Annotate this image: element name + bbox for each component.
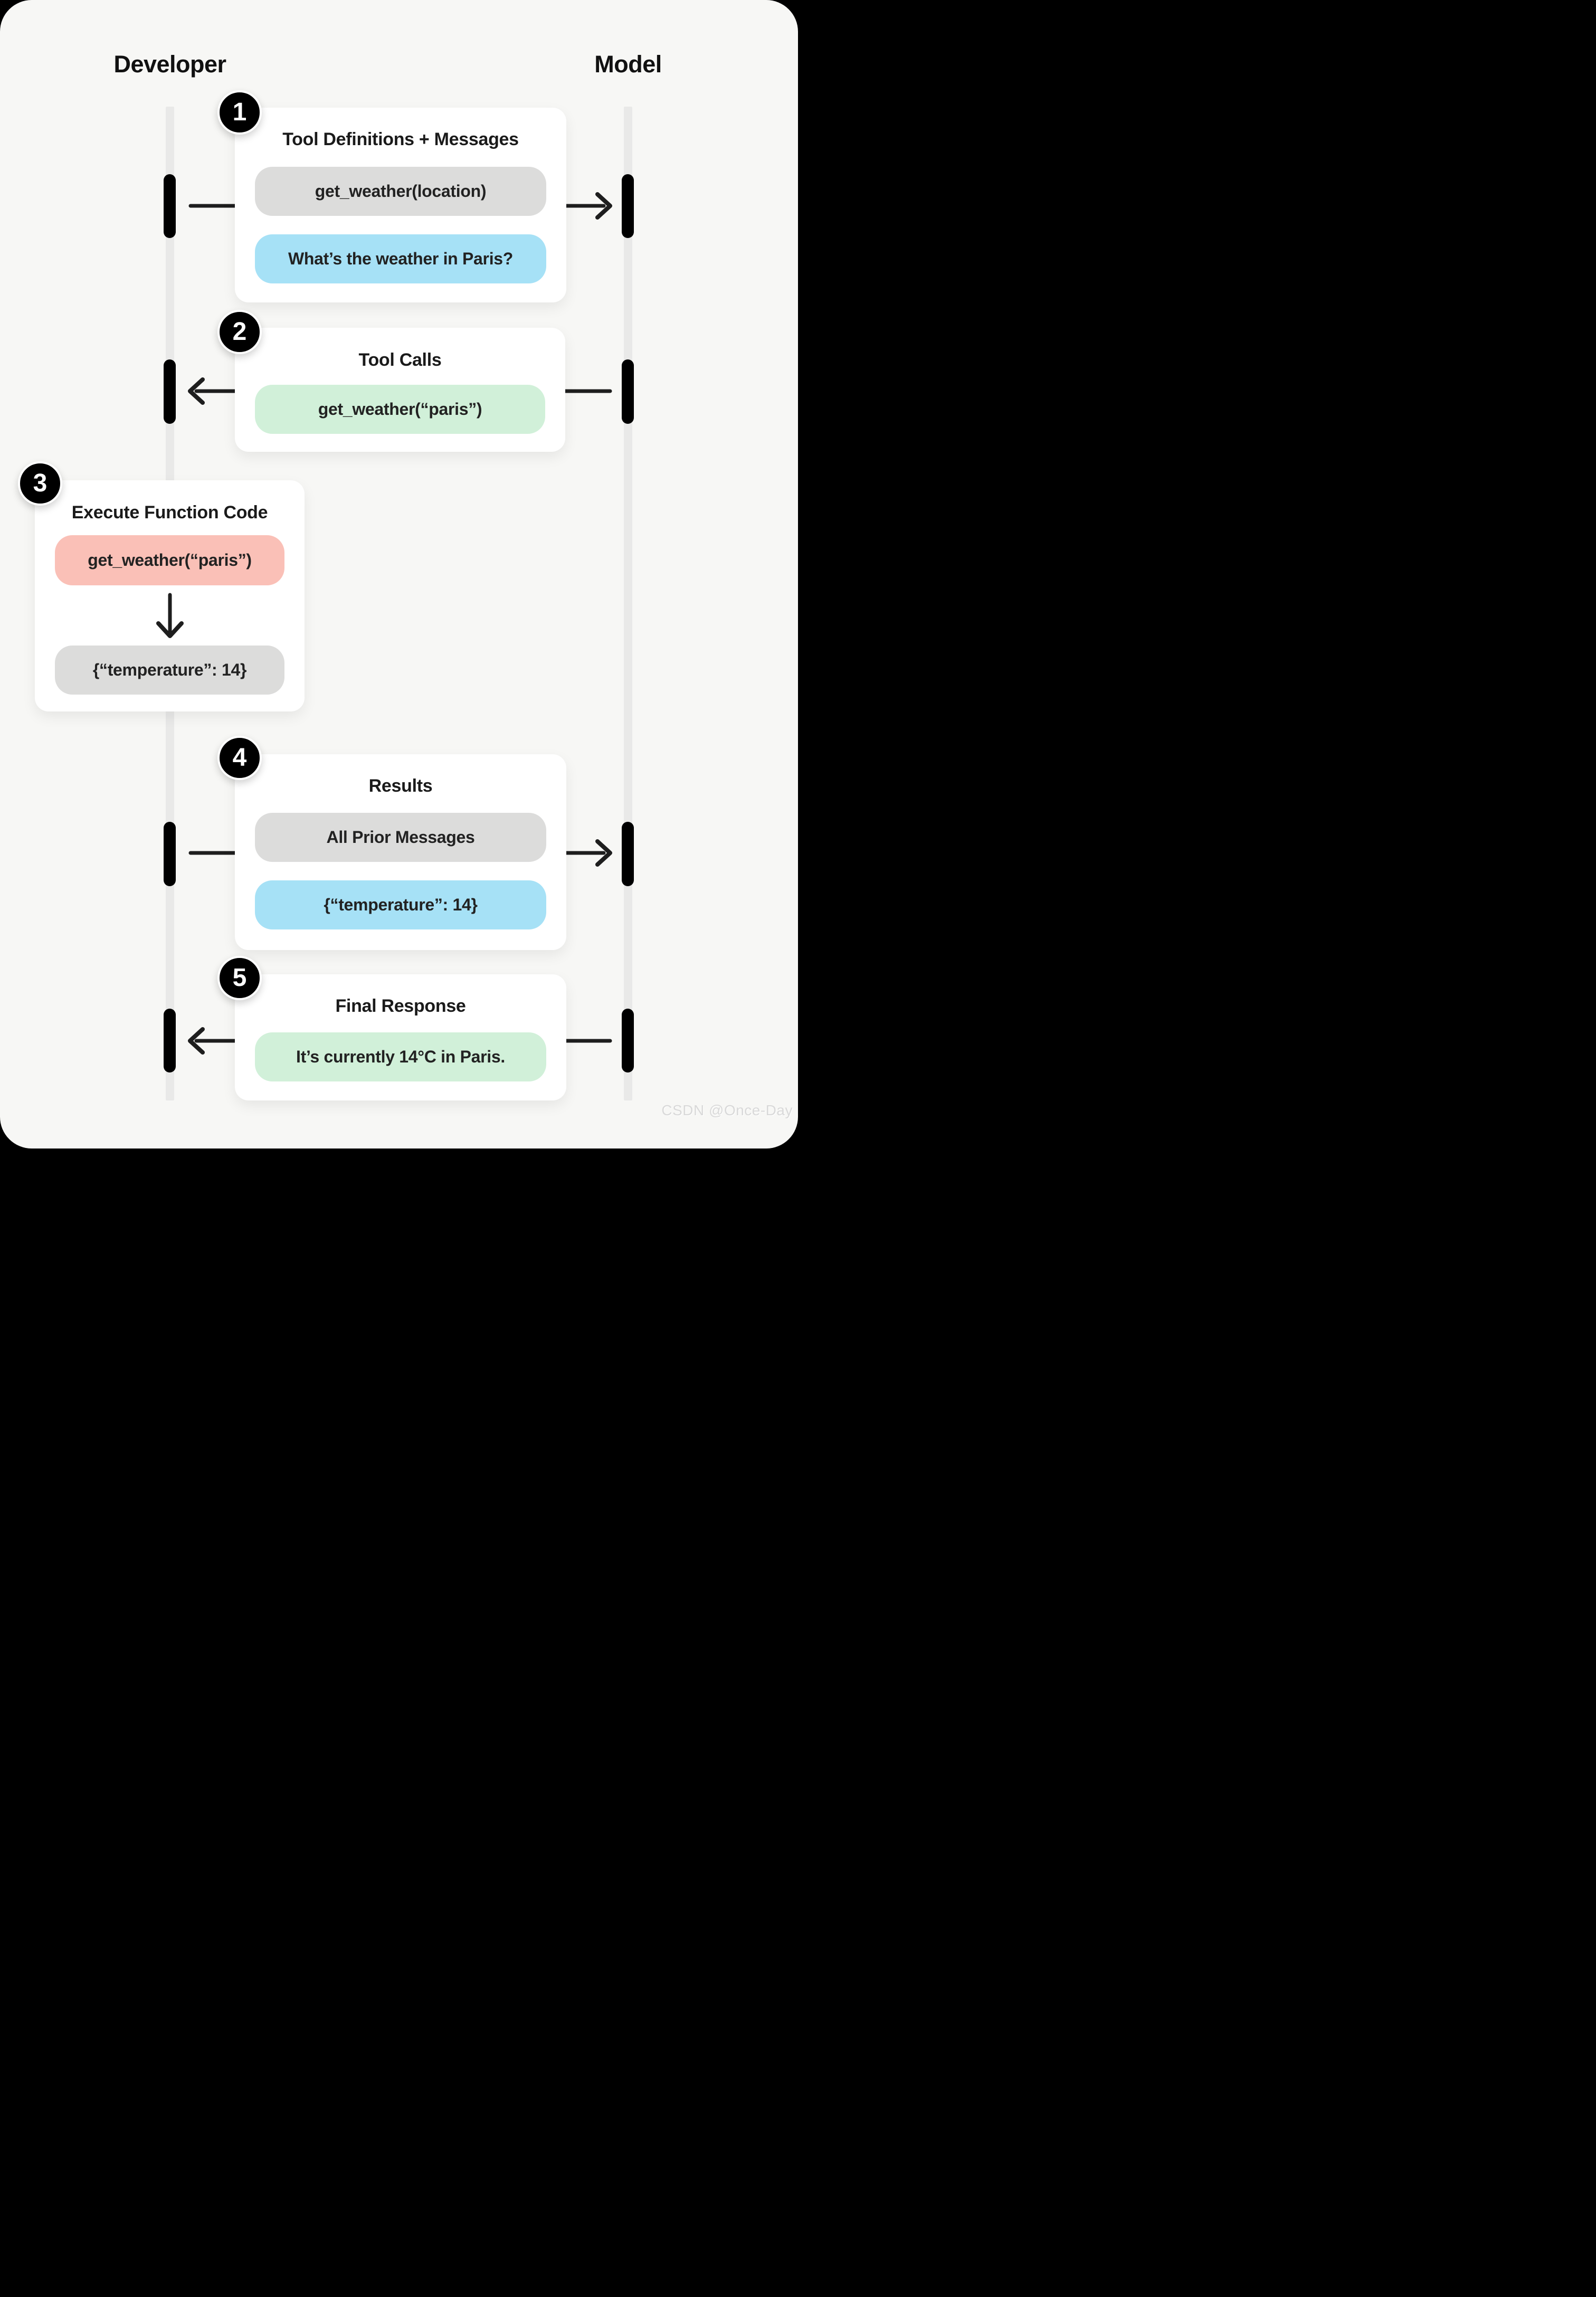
step4-pill-tool-result: {“temperature”: 14} (255, 880, 546, 929)
step1-card: Tool Definitions + Messages get_weather(… (235, 108, 566, 302)
step2-pill-tool-call: get_weather(“paris”) (255, 385, 545, 434)
down-arrow-icon (156, 593, 184, 638)
step1-pill-tool-definition: get_weather(location) (255, 167, 546, 216)
watermark: CSDN @Once-Day (661, 1102, 793, 1118)
step3-pill-function-result: {“temperature”: 14} (55, 646, 284, 695)
step5-number: 5 (232, 964, 247, 992)
step3-card: Execute Function Code get_weather(“paris… (35, 480, 305, 711)
activation-node-developer-step2 (164, 359, 176, 424)
actor-label-model: Model (594, 51, 662, 78)
step4-number: 4 (232, 744, 247, 772)
activation-node-developer-step1 (164, 174, 176, 238)
step5-pill-final-response: It’s currently 14°C in Paris. (255, 1032, 546, 1081)
step3-pill-function-call: get_weather(“paris”) (55, 535, 284, 585)
step5-title: Final Response (335, 996, 466, 1016)
function-calling-sequence-diagram: Developer Model (0, 0, 798, 1148)
step1-pill-user-message: What’s the weather in Paris? (255, 234, 546, 283)
step2-number-badge: 2 (217, 310, 262, 354)
step2-number: 2 (232, 318, 247, 346)
step5-number-badge: 5 (217, 956, 262, 1000)
step4-card: Results All Prior Messages {“temperature… (235, 754, 566, 950)
step4-pill-prior-messages: All Prior Messages (255, 813, 546, 862)
step2-card: Tool Calls get_weather(“paris”) (235, 328, 565, 452)
diagram-canvas: Developer Model (0, 0, 798, 1148)
activation-node-model-step4 (622, 822, 634, 886)
activation-node-developer-step5 (164, 1009, 176, 1072)
step1-number: 1 (232, 98, 247, 126)
step5-card: Final Response It’s currently 14°C in Pa… (235, 974, 566, 1100)
lifeline-model (624, 107, 632, 1100)
step4-number-badge: 4 (217, 736, 262, 780)
activation-node-model-step2 (622, 359, 634, 424)
step2-title: Tool Calls (358, 350, 442, 370)
activation-node-model-step5 (622, 1009, 634, 1072)
actor-label-developer: Developer (113, 51, 226, 78)
step1-title: Tool Definitions + Messages (282, 129, 519, 149)
step3-number-badge: 3 (18, 461, 62, 506)
activation-node-developer-step4 (164, 822, 176, 886)
activation-node-model-step1 (622, 174, 634, 238)
step1-number-badge: 1 (217, 90, 262, 135)
step3-number: 3 (33, 469, 48, 497)
step3-title: Execute Function Code (71, 502, 268, 523)
step4-title: Results (368, 776, 433, 796)
